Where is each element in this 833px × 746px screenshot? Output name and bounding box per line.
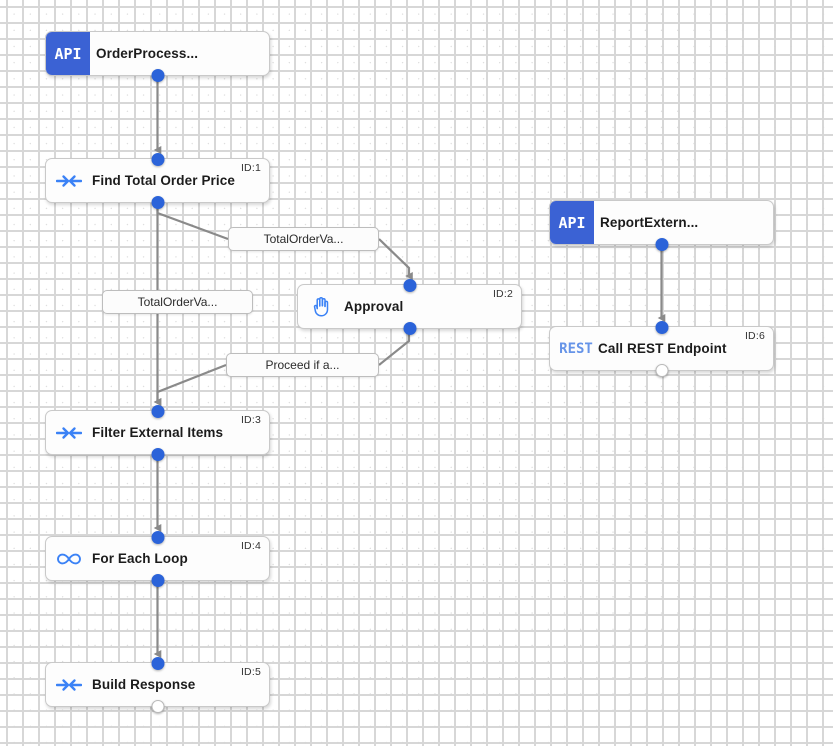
node-title: OrderProcess...: [96, 46, 199, 61]
api-badge-icon: API: [46, 32, 90, 75]
api-badge-icon: API: [550, 201, 594, 244]
node-report-extern[interactable]: API ReportExtern...: [549, 200, 774, 251]
transform-merge-arrows-icon: [46, 425, 92, 441]
node-call-rest-endpoint[interactable]: REST Call REST Endpoint ID:6: [549, 320, 774, 377]
output-port[interactable]: [403, 321, 416, 335]
output-port-terminal[interactable]: [655, 363, 668, 377]
node-title: Find Total Order Price: [92, 173, 235, 188]
node-order-process[interactable]: API OrderProcess...: [45, 31, 270, 82]
node-id-label: ID:3: [240, 414, 261, 426]
edge-label-text: Proceed if a...: [265, 358, 340, 372]
node-find-total-order-price[interactable]: Find Total Order Price ID:1: [45, 152, 270, 209]
rest-badge-icon: REST: [559, 340, 593, 357]
output-port[interactable]: [151, 68, 164, 82]
node-title: Call REST Endpoint: [598, 341, 727, 356]
output-port-terminal[interactable]: [151, 699, 164, 713]
edge-label-text: TotalOrderVa...: [263, 232, 344, 246]
node-id-label: ID:4: [240, 540, 261, 552]
input-port[interactable]: [403, 278, 416, 292]
output-port[interactable]: [151, 195, 164, 209]
node-title: Build Response: [92, 677, 196, 692]
edge-label-proceed-if[interactable]: Proceed if a...: [226, 353, 379, 377]
infinity-loop-icon: [46, 551, 92, 567]
input-port[interactable]: [151, 656, 164, 670]
output-port[interactable]: [655, 237, 668, 251]
output-port[interactable]: [151, 573, 164, 587]
node-filter-external-items[interactable]: Filter External Items ID:3: [45, 404, 270, 461]
node-title: Filter External Items: [92, 425, 224, 440]
node-build-response[interactable]: Build Response ID:5: [45, 656, 270, 713]
transform-merge-arrows-icon: [46, 677, 92, 693]
node-title: For Each Loop: [92, 551, 188, 566]
node-id-label: ID:5: [240, 666, 261, 678]
edge-label-text: TotalOrderVa...: [137, 295, 218, 309]
node-title: Approval: [344, 299, 404, 314]
input-port[interactable]: [151, 404, 164, 418]
input-port[interactable]: [151, 530, 164, 544]
input-port[interactable]: [151, 152, 164, 166]
input-port[interactable]: [655, 320, 668, 334]
edge-label-total-order-value-lower[interactable]: TotalOrderVa...: [102, 290, 253, 314]
output-port[interactable]: [151, 447, 164, 461]
transform-merge-arrows-icon: [46, 173, 92, 189]
raised-hand-icon: [298, 296, 344, 318]
node-id-label: ID:1: [240, 162, 261, 174]
node-id-label: ID:2: [492, 288, 513, 300]
node-approval[interactable]: Approval ID:2: [297, 278, 522, 335]
node-id-label: ID:6: [744, 330, 765, 342]
node-for-each-loop[interactable]: For Each Loop ID:4: [45, 530, 270, 587]
node-title: ReportExtern...: [600, 215, 699, 230]
edge-label-total-order-value-upper[interactable]: TotalOrderVa...: [228, 227, 379, 251]
